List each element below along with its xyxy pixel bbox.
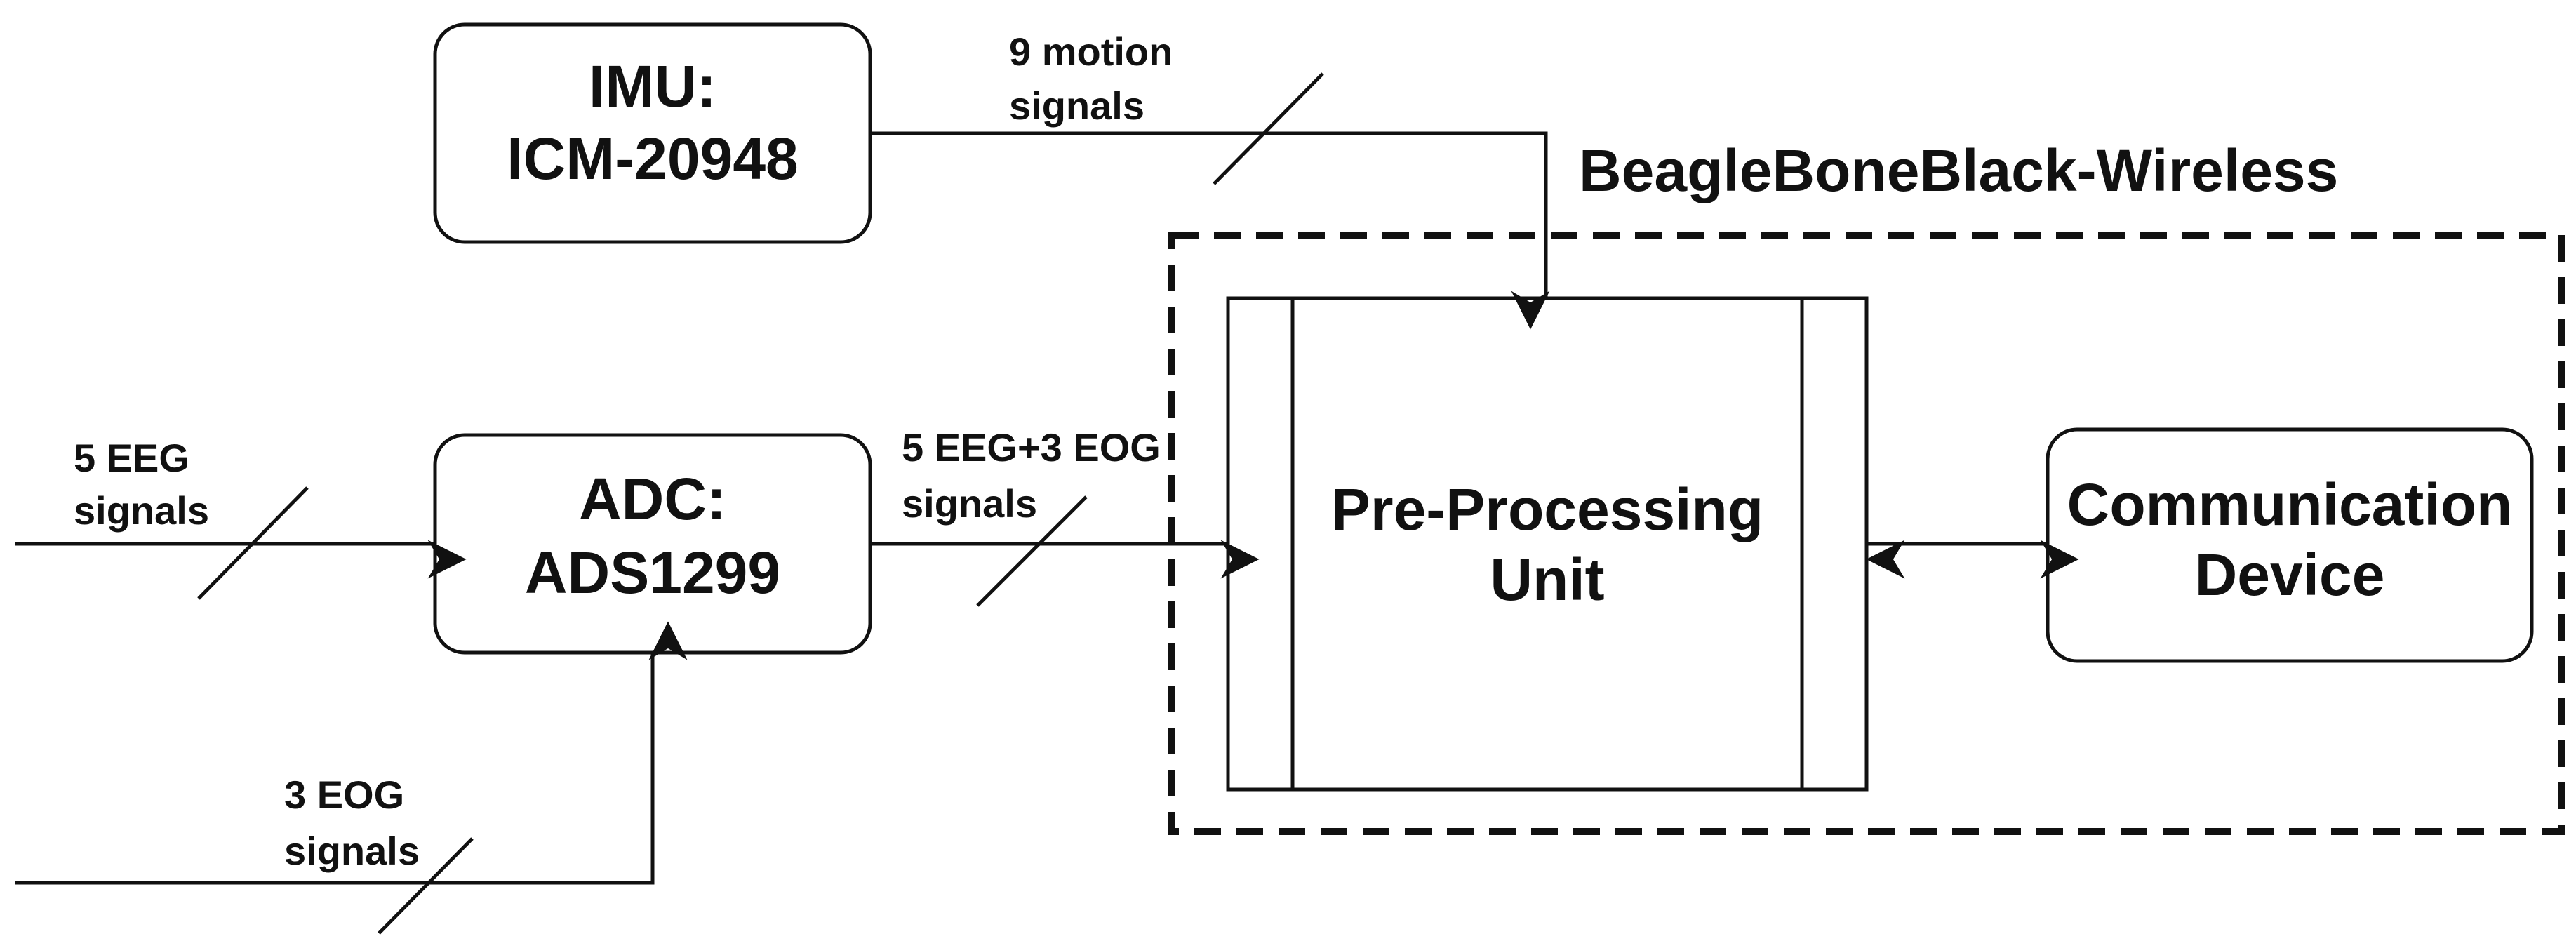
preprocessing-unit-block xyxy=(1226,296,1869,792)
motion-signal-label-line2: signals xyxy=(1009,84,1144,128)
eeg-signal-label-line1: 5 EEG xyxy=(74,436,189,480)
combined-signal-label-line2: signals xyxy=(902,481,1037,526)
eeg-signal-label-line2: signals xyxy=(74,488,209,533)
combined-bus-slash xyxy=(976,495,1088,607)
imu-block-label-line1: IMU: xyxy=(589,53,716,119)
adc-block-label-line1: ADC: xyxy=(579,466,726,532)
beaglebone-group-title: BeagleBoneBlack-Wireless xyxy=(1579,138,2338,203)
preprocessing-unit-label-line2: Unit xyxy=(1490,547,1604,613)
eeg-bus-slash xyxy=(197,486,309,600)
communication-device-label-line1: Communication xyxy=(2067,472,2513,538)
preprocessing-unit-label-line1: Pre-Processing xyxy=(1331,476,1763,542)
adc-block-label-line2: ADS1299 xyxy=(525,540,780,606)
eog-bus-slash xyxy=(378,837,474,935)
communication-device-label-line2: Device xyxy=(2195,542,2385,608)
eog-signal-label-line1: 3 EOG xyxy=(284,773,404,817)
eog-input-arrow xyxy=(15,621,688,885)
motion-signal-label-line1: 9 motion xyxy=(1009,29,1173,74)
motion-signal-arrow xyxy=(870,131,1550,330)
beaglebone-group-boundary xyxy=(1168,232,2565,835)
imu-block-label-line2: ICM-20948 xyxy=(507,126,799,192)
combined-signal-label-line1: 5 EEG+3 EOG xyxy=(902,425,1161,469)
motion-bus-slash xyxy=(1213,72,1324,185)
eog-signal-label-line2: signals xyxy=(284,829,420,873)
